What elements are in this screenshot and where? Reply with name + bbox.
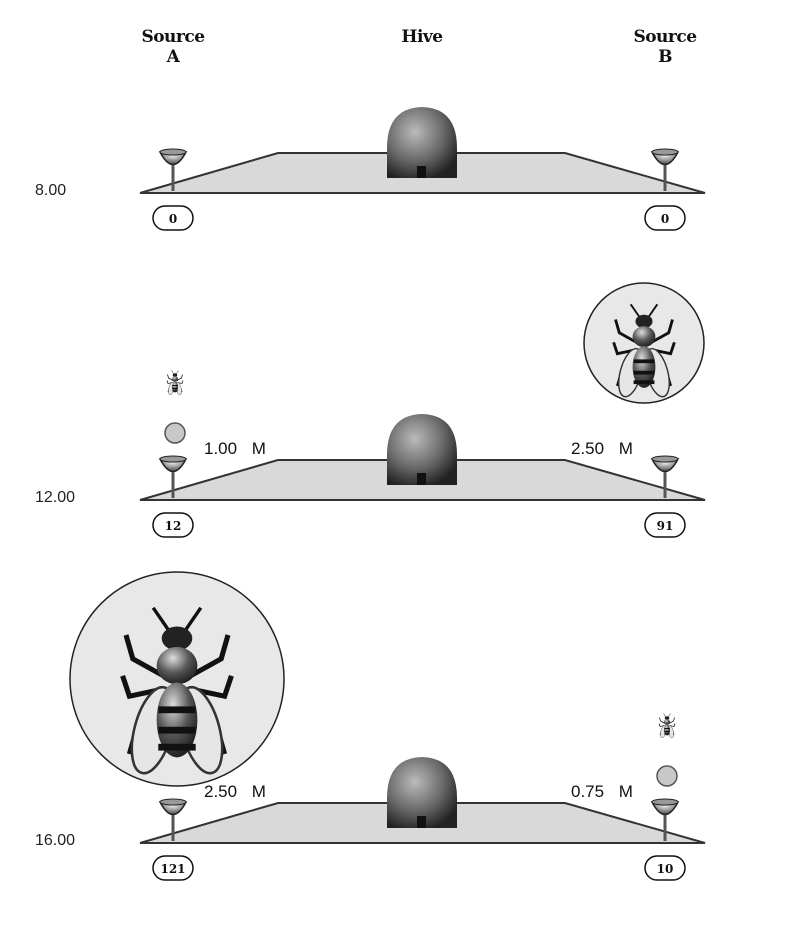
small-bee-icon bbox=[658, 713, 676, 739]
source-a-count-box bbox=[152, 512, 194, 538]
source-b-distance: 0.75 M bbox=[571, 782, 633, 801]
source-b-label-line1: Source bbox=[633, 27, 697, 47]
source-a-label-line2: A bbox=[166, 47, 181, 67]
source-b-count-box bbox=[644, 512, 686, 538]
source-a-count: 12 bbox=[165, 519, 182, 533]
source-b-feeder-icon bbox=[650, 798, 680, 841]
hive-label: Hive bbox=[401, 27, 443, 47]
hive-icon bbox=[387, 757, 457, 828]
source-a-label-line1: Source bbox=[141, 27, 205, 47]
source-b-count-box bbox=[644, 855, 686, 881]
source-a-feeder-icon bbox=[158, 798, 188, 841]
recruiting-bee-icon bbox=[612, 303, 676, 398]
recruiting-bee-icon bbox=[120, 606, 234, 775]
nectar-ball-icon bbox=[656, 765, 678, 787]
source-b-count: 91 bbox=[657, 519, 674, 533]
small-bee-icon bbox=[166, 370, 184, 396]
hive-icon bbox=[387, 414, 457, 485]
source-b-feeder-icon bbox=[650, 455, 680, 498]
source-b-feeder-icon bbox=[650, 148, 680, 191]
hive-icon bbox=[387, 107, 457, 178]
source-a-feeder-icon bbox=[158, 455, 188, 498]
source-b-count: 0 bbox=[661, 212, 669, 226]
source-a-count: 0 bbox=[169, 212, 177, 226]
source-b-label-line2: B bbox=[658, 47, 672, 67]
time-label: 8.00 bbox=[35, 182, 66, 199]
source-a-feeder-icon bbox=[158, 148, 188, 191]
nectar-ball-icon bbox=[164, 422, 186, 444]
source-a-count-box bbox=[152, 855, 194, 881]
source-b-distance: 2.50 M bbox=[571, 439, 633, 458]
source-a-count-box bbox=[152, 205, 194, 231]
source-b-count-box bbox=[644, 205, 686, 231]
time-label: 12.00 bbox=[35, 489, 75, 506]
source-b-count: 10 bbox=[657, 862, 674, 876]
panel-12.00: 12 91 12.00 1.00 M 2.50 M bbox=[35, 282, 706, 538]
source-a-count: 121 bbox=[160, 862, 185, 876]
source-a-distance: 1.00 M bbox=[204, 439, 266, 458]
panel-16.00: 121 10 16.00 2.50 M 0.75 M bbox=[35, 571, 706, 881]
source-a-distance: 2.50 M bbox=[204, 782, 266, 801]
time-label: 16.00 bbox=[35, 832, 75, 849]
